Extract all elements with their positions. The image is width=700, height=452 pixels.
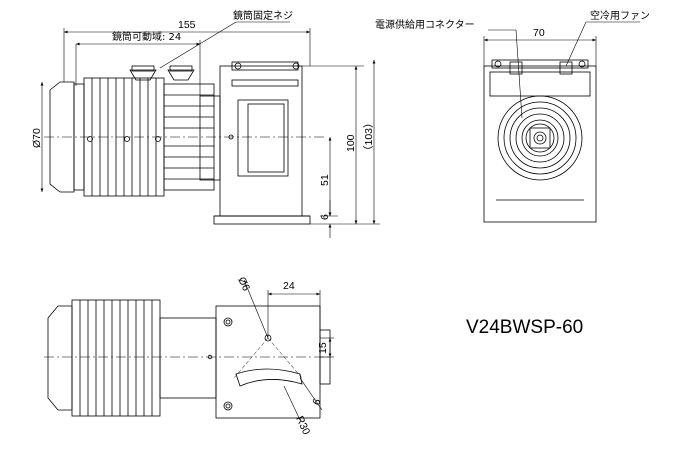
front-lens-rings — [497, 95, 583, 181]
cooling-fan-label: 空冷用ファン — [590, 9, 650, 22]
hole-offset-y-label: 15 — [317, 342, 329, 354]
width-label: 70 — [533, 27, 545, 39]
height-label: 100 — [345, 134, 357, 152]
lens-barrel-range-label: 鏡筒可動域: 24 — [112, 30, 181, 43]
lens-barrel-fixing-knobs — [129, 65, 195, 81]
top-view — [44, 299, 331, 419]
side-view — [44, 61, 325, 225]
diameter-label: Ø70 — [31, 128, 43, 148]
slot-width-label: 6 — [310, 396, 323, 407]
top-view-dimensions — [243, 279, 334, 421]
top-lens-front-cap — [47, 305, 73, 411]
lens-front-cap — [49, 81, 75, 193]
front-view-dimensions — [483, 21, 640, 119]
hole-offset-x-label: 24 — [283, 280, 295, 292]
front-housing — [483, 65, 597, 223]
cooling-fan-top — [559, 61, 573, 75]
base-thickness-label: 6 — [319, 214, 331, 220]
power-connector-label: 電源供給用コネクター — [375, 18, 475, 31]
power-connector — [509, 61, 523, 75]
lens-barrel-fixing-screw-label: 鏡筒固定ネジ — [233, 9, 293, 22]
rear-fin-block — [163, 83, 215, 191]
model-name: V24BWSP-60 — [466, 317, 583, 338]
height-ref-label: （103） — [363, 117, 375, 156]
overall-length-label: 155 — [178, 19, 196, 31]
hole-diameter-label: Ø6 — [235, 275, 252, 293]
front-view — [483, 59, 597, 223]
slot-radius-label: R30 — [293, 414, 312, 437]
arc-slot — [235, 368, 303, 387]
axis-height-label: 51 — [319, 174, 331, 186]
mount-bracket — [213, 61, 311, 225]
top-heatsink-fins — [71, 299, 161, 417]
side-view-dimensions — [40, 21, 380, 238]
